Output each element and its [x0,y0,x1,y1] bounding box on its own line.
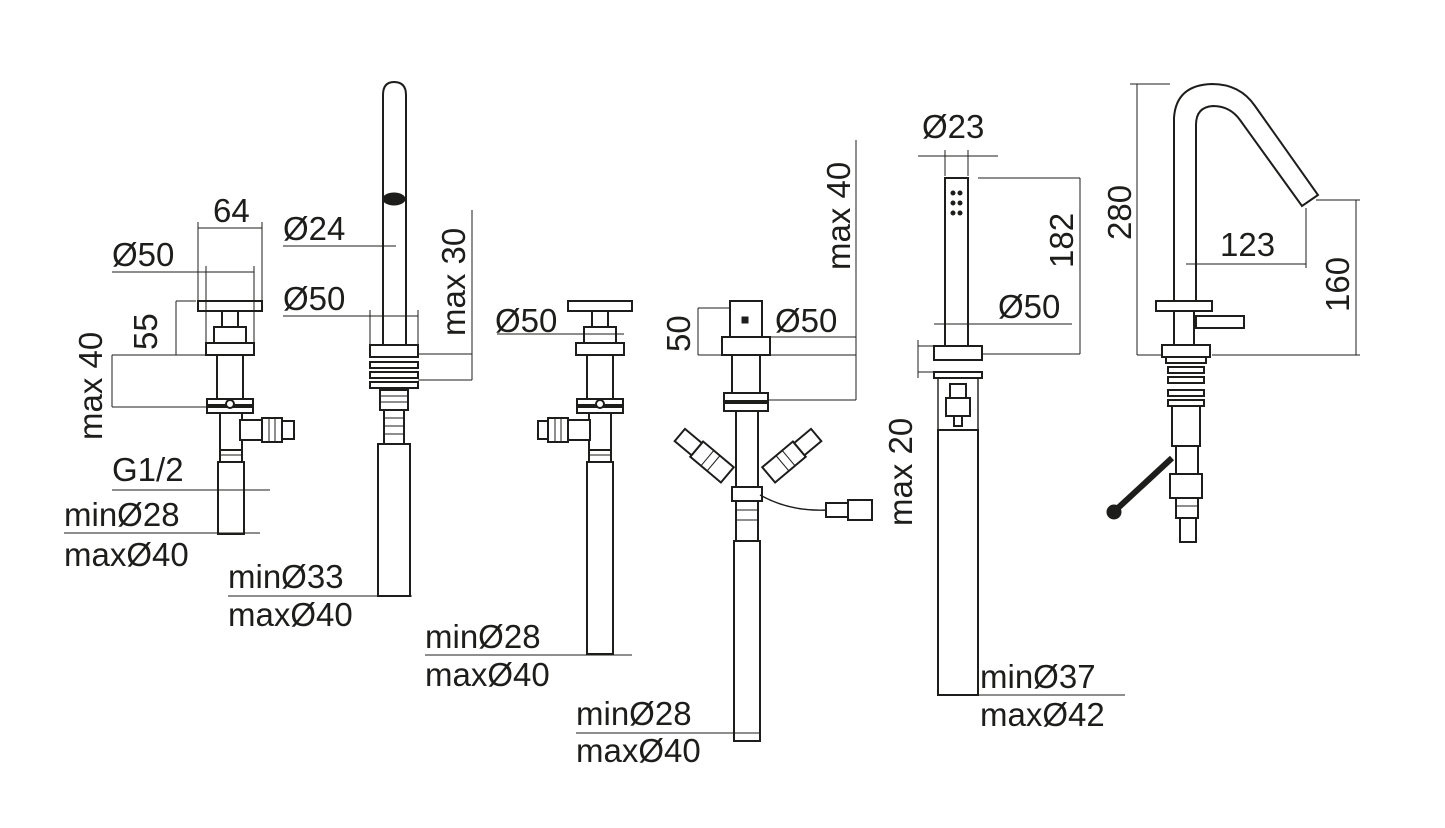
dim-min-diameter: minØ33 [228,558,344,595]
dim-height-182: 182 [1043,213,1080,268]
valve-left-handle [197,300,263,312]
dim-min-diameter: minØ28 [425,618,541,655]
spout-tube [1173,82,1320,306]
shower-column: Ø24 Ø50 max 30 minØ33 maxØ40 [228,80,473,633]
dim-dia-50: Ø50 [495,302,557,339]
dim-height-280: 280 [1101,185,1138,240]
hand-shower-body [944,177,969,347]
diverter: 50 Ø50 max 40 minØ28 maxØ40 [576,140,873,769]
dim-max-diameter: maxØ42 [980,696,1105,733]
dim-max-diameter: maxØ40 [64,536,189,573]
basin-spout: 280 123 160 [1101,82,1360,543]
dim-max-40: max 40 [820,162,857,270]
valve-middle: Ø50 minØ28 maxØ40 [425,300,633,693]
dim-dia-50: Ø50 [775,302,837,339]
dim-height-55: 55 [127,313,164,350]
spout-handle [1155,300,1213,312]
dim-min-diameter: minØ28 [64,496,180,533]
dim-max-diameter: maxØ40 [576,732,701,769]
dim-max-20: max 20 [882,418,919,526]
dim-dia-50: Ø50 [998,288,1060,325]
dim-thread: G1/2 [112,451,184,488]
dim-max-diameter: maxØ40 [228,596,353,633]
dim-dia-23: Ø23 [922,108,984,145]
dim-width-123: 123 [1220,226,1275,263]
dim-dia-50: Ø50 [112,236,174,273]
dim-min-diameter: minØ28 [576,695,692,732]
shower-column-tube [382,80,407,346]
dim-max-diameter: maxØ40 [425,656,550,693]
dim-dia-24: Ø24 [283,210,345,247]
dim-height-50: 50 [660,315,697,352]
dim-max-30: max 30 [435,228,472,336]
valve-left: 64 Ø50 55 max 40 G1/2 minØ28 maxØ40 [64,192,295,573]
shower-nozzle-icon [382,192,406,206]
dim-min-diameter: minØ37 [980,658,1096,695]
valve-middle-handle [567,300,633,312]
hand-shower: Ø23 182 Ø50 max 20 minØ37 maxØ42 [882,108,1125,733]
dim-width-64: 64 [213,192,250,229]
dim-max-40: max 40 [72,332,109,440]
dim-height-160: 160 [1319,257,1356,312]
dim-dia-50: Ø50 [283,280,345,317]
